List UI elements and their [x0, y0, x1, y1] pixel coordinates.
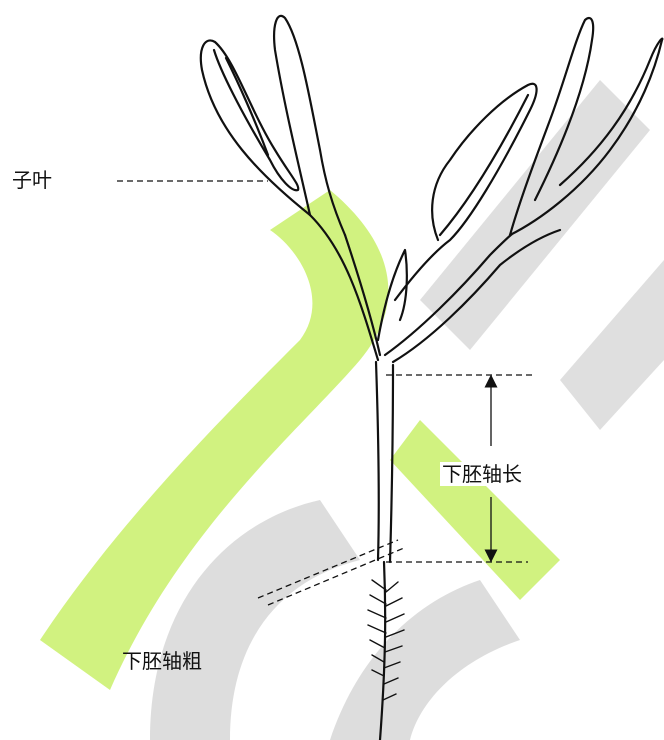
hypocotyl-length-label: 下胚轴长	[440, 462, 524, 486]
cotyledon-label: 子叶	[12, 170, 52, 190]
watermark-gray-slash-2	[560, 260, 664, 430]
watermark	[40, 80, 664, 740]
left-cotyledon-inner	[226, 58, 268, 155]
hypocotyl-thickness-label: 下胚轴粗	[122, 651, 202, 671]
watermark-green-slash	[390, 420, 560, 600]
hypocotyl-right-edge	[390, 365, 393, 562]
watermark-gray-arc-right	[330, 580, 520, 740]
hypocotyl-left-edge	[376, 362, 379, 560]
watermark-gray-slash	[420, 80, 650, 350]
